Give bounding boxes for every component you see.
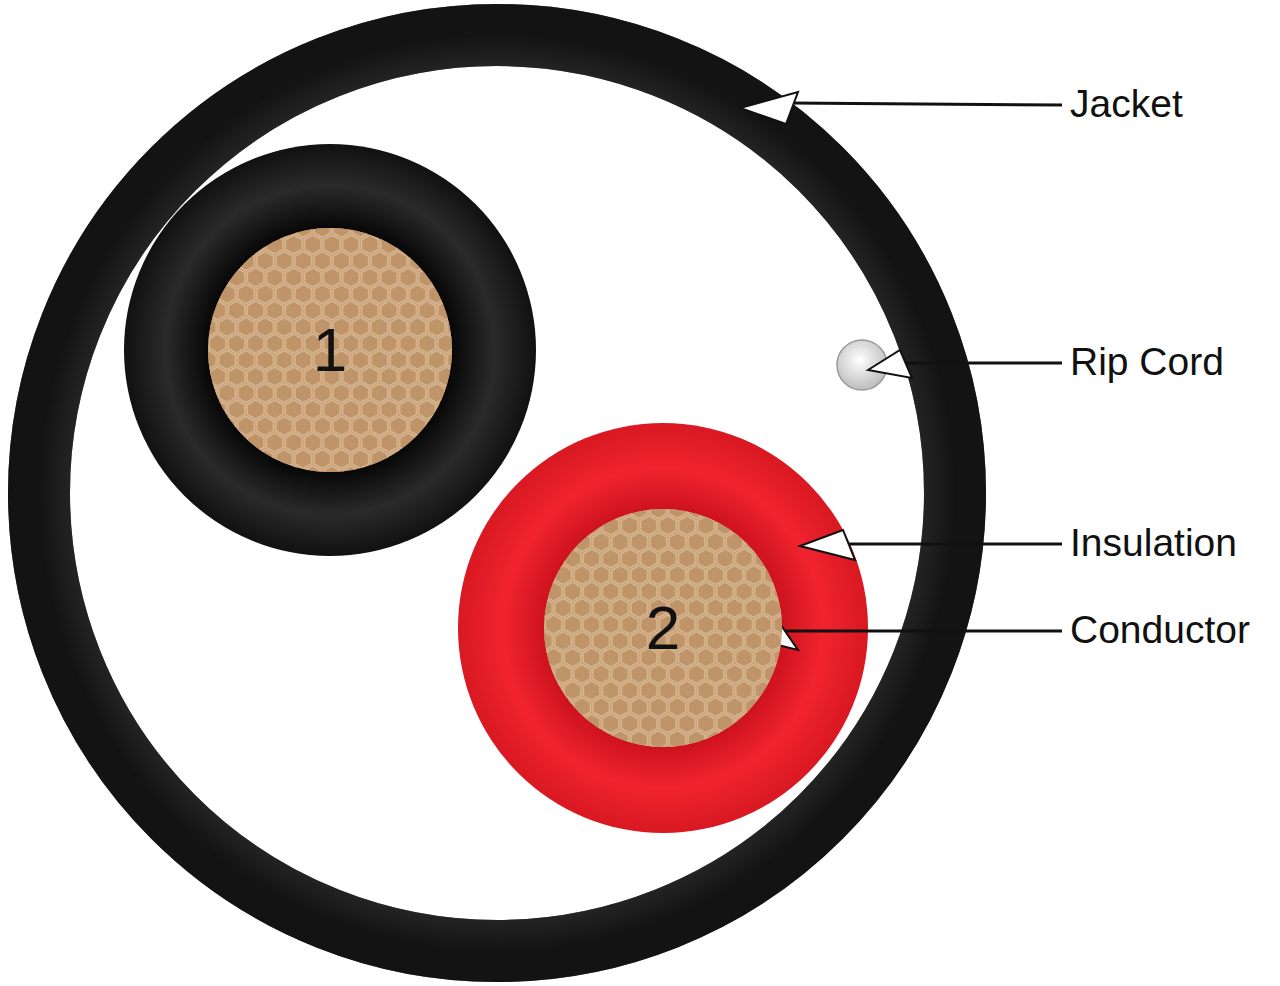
- part-label: Rip Cord: [1070, 339, 1224, 386]
- leader-line: [790, 103, 1062, 105]
- callout-number: 2: [544, 509, 782, 747]
- part-label: Conductor: [1070, 607, 1250, 654]
- leader-head: [868, 350, 912, 378]
- insulation-black: [124, 144, 536, 556]
- part-label: Insulation: [1070, 520, 1237, 567]
- strand-texture: [544, 509, 782, 747]
- strand-hexes: [208, 228, 452, 472]
- leader-line: [840, 543, 1062, 546]
- leader-line: [760, 630, 1062, 633]
- conductor: 1: [208, 228, 452, 472]
- strand-texture: [208, 228, 452, 472]
- conductor: 2: [544, 509, 782, 747]
- strand-hexes: [544, 509, 782, 747]
- leader-lines: [760, 103, 1062, 631]
- callout-number: 1: [208, 228, 452, 472]
- insulation-red: [458, 423, 868, 833]
- leader-head: [740, 92, 798, 124]
- jacket-ring: [39, 35, 955, 951]
- leader-line: [885, 362, 1062, 365]
- part-label: Jacket: [1070, 81, 1183, 128]
- leader-head: [800, 530, 855, 560]
- jacket-shade: [39, 35, 955, 951]
